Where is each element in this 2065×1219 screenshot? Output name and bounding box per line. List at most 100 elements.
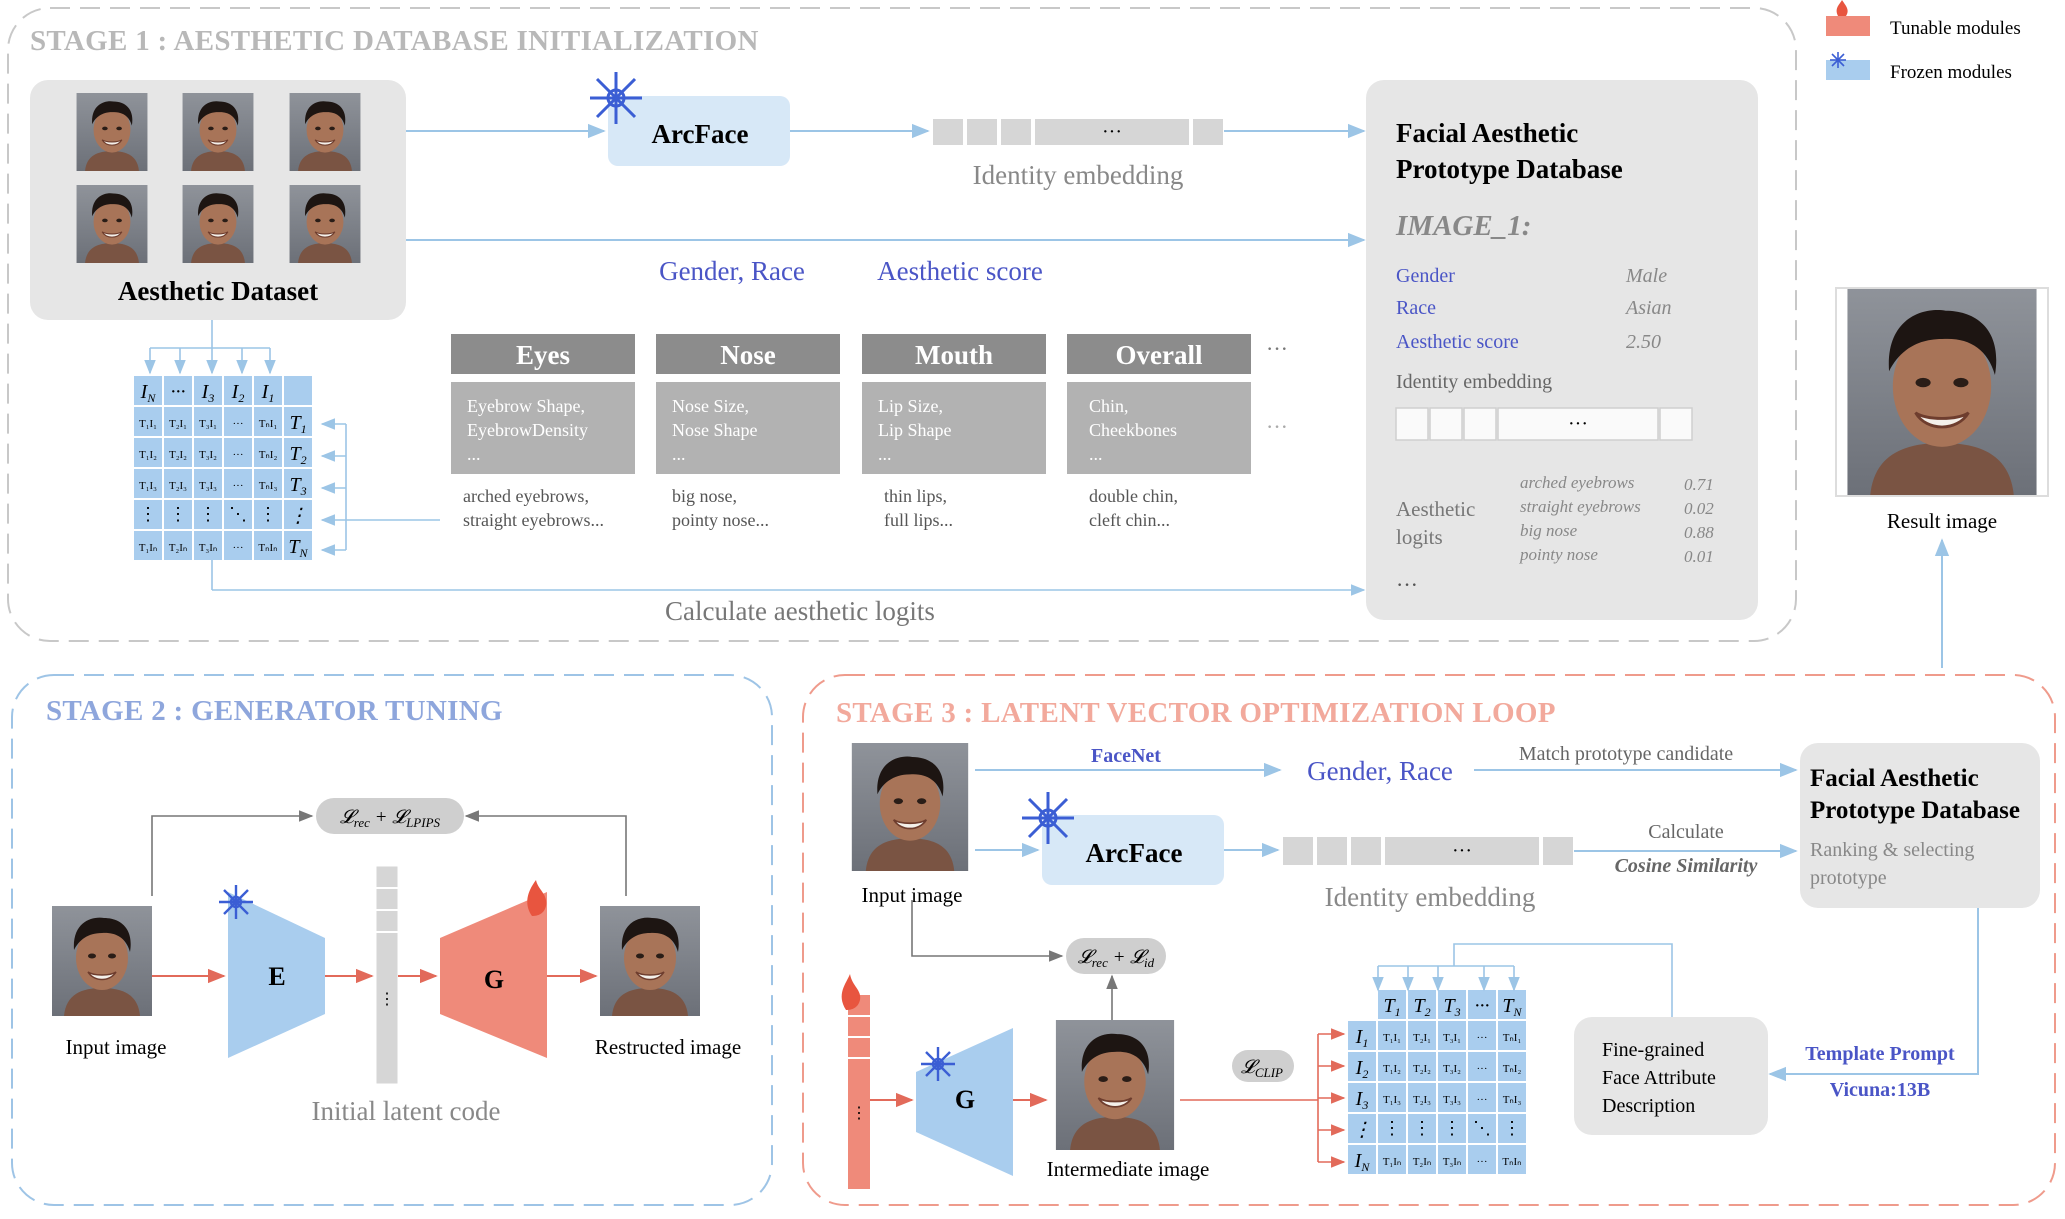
tunable-legend-swatch [1826, 16, 1870, 36]
matrix-cell [224, 531, 252, 560]
initial-latent-code: ⋮ [375, 865, 399, 1085]
matrix-label: T₂I₂ [169, 449, 187, 461]
stage3-title: STAGE 3 : LATENT VECTOR OPTIMIZATION LOO… [836, 697, 1556, 729]
matrix-cell [1408, 1021, 1436, 1050]
matrix-label: T₃Iₙ [1443, 1156, 1462, 1168]
svg-text:...: ... [672, 444, 686, 464]
svg-text:EyebrowDensity: EyebrowDensity [467, 420, 588, 440]
svg-text:⋮: ⋮ [851, 1105, 867, 1122]
matrix-cell [284, 407, 312, 436]
svg-text:Eyes: Eyes [516, 340, 570, 370]
identity-embedding-label-stage3: Identity embedding [1325, 882, 1536, 912]
matrix-label: TₙI₃ [1503, 1094, 1522, 1106]
matrix-cell [134, 531, 162, 560]
matrix-cell [1408, 1052, 1436, 1081]
db-title-line2: Prototype Database [1396, 154, 1623, 184]
fire-icon [527, 880, 547, 916]
svg-text:⋮: ⋮ [379, 991, 395, 1008]
svg-text:Mouth: Mouth [915, 340, 993, 370]
fine-line3: Description [1602, 1095, 1695, 1117]
calculate-label: Calculate [1648, 821, 1724, 843]
identity-embedding-vector: ··· [931, 117, 1225, 147]
matrix-label: ··· [1477, 1032, 1488, 1044]
gender-race-label-stage1: Gender, Race [659, 256, 805, 286]
dataset-face-2 [181, 93, 255, 171]
stage2-title: STAGE 2 : GENERATOR TUNING [46, 695, 503, 727]
matrix-cell [1378, 1145, 1406, 1174]
snowflake-icon [219, 885, 253, 919]
matrix-label: ··· [1477, 1156, 1488, 1168]
matrix-cell [134, 438, 162, 467]
matrix-cell [134, 469, 162, 498]
matrix-cell [1408, 1083, 1436, 1112]
matrix-cell [224, 438, 252, 467]
dataset-face-6 [288, 185, 362, 263]
snowflake-icon [921, 1047, 955, 1081]
matrix-cell [1348, 1114, 1376, 1143]
matrix-label: T₁I₁ [139, 418, 157, 430]
matrix-label: ··· [233, 480, 244, 492]
matrix-cell [1348, 1145, 1376, 1174]
generator-label-stage3: G [955, 1085, 975, 1114]
matrix1-arrows [144, 320, 1366, 596]
matrix-label: ··· [233, 449, 244, 461]
arcface-box-stage3 [1042, 815, 1224, 885]
db-logits: arched eyebrows 0.71 straight eyebrows 0… [1519, 473, 1714, 566]
dataset-face-5 [181, 185, 255, 263]
matrix-label: T₂Iₙ [1413, 1156, 1432, 1168]
matrix-cell [1438, 1145, 1466, 1174]
matrix-cell [1378, 990, 1406, 1019]
svg-text:···: ··· [1452, 840, 1472, 862]
svg-text:arched eyebrows,: arched eyebrows, [463, 486, 589, 506]
db-image-label: IMAGE_1: [1395, 210, 1531, 242]
matrix3-arrows [1372, 943, 1673, 1017]
matrix-cell [194, 438, 222, 467]
svg-text:Nose: Nose [720, 340, 776, 370]
svg-text:···: ··· [1568, 413, 1588, 435]
matrix-cell [224, 469, 252, 498]
matrix-cell [1408, 1145, 1436, 1174]
stage2-loss-arrows [151, 810, 627, 896]
snowflake-icon [1830, 52, 1846, 68]
matrix-cell [1438, 1052, 1466, 1081]
matrix-cell [284, 531, 312, 560]
generator-G-stage2 [440, 892, 547, 1058]
match-prototype-label: Match prototype candidate [1519, 743, 1733, 765]
stage1-title: STAGE 1 : AESTHETIC DATABASE INITIALIZAT… [30, 25, 759, 57]
arrow-db-template [1768, 908, 1979, 1082]
stage3-input-image [850, 743, 970, 871]
matrix-label: T₂I₂ [1413, 1063, 1431, 1075]
intermediate-image [1054, 1020, 1176, 1150]
matrix-cell [1438, 1021, 1466, 1050]
svg-text:thin lips,: thin lips, [884, 486, 947, 506]
matrix-label: T₁Iₙ [139, 542, 158, 554]
calc-logits-label: Calculate aesthetic logits [665, 596, 935, 626]
matrix-label: T₁Iₙ [1383, 1156, 1402, 1168]
matrix-cell [1348, 1083, 1376, 1112]
cosine-similarity-label: Cosine Similarity [1615, 855, 1758, 877]
svg-text:Male: Male [1625, 265, 1667, 287]
matrix-label: T₃Iₙ [199, 542, 218, 554]
matrix-label: T₃I₂ [199, 449, 217, 461]
matrix-label: ⋮ [1443, 1118, 1461, 1138]
svg-text:big nose: big nose [1520, 521, 1578, 540]
matrix-cell [1438, 990, 1466, 1019]
matrix-cell [164, 531, 192, 560]
svg-text:pointy nose...: pointy nose... [672, 510, 769, 530]
svg-text:full lips...: full lips... [884, 510, 953, 530]
initial-latent-label: Initial latent code [312, 1096, 501, 1126]
matrix-cell [1408, 990, 1436, 1019]
identity-embedding-vector-stage3: ··· [1281, 835, 1575, 867]
dataset-face-1 [75, 93, 149, 171]
svg-text:cleft chin...: cleft chin... [1089, 510, 1170, 530]
matrix-cell [134, 500, 162, 529]
matrix-label: ⋮ [288, 505, 308, 527]
stage2-input-label: Input image [66, 1035, 167, 1059]
matrix-label: T₂I₃ [169, 480, 187, 492]
matrix-cell [1468, 1052, 1496, 1081]
matrix-cell [254, 469, 282, 498]
stage2-input-image [52, 905, 152, 1017]
stage2: STAGE 2 : GENERATOR TUNING Input image E… [11, 674, 773, 1206]
